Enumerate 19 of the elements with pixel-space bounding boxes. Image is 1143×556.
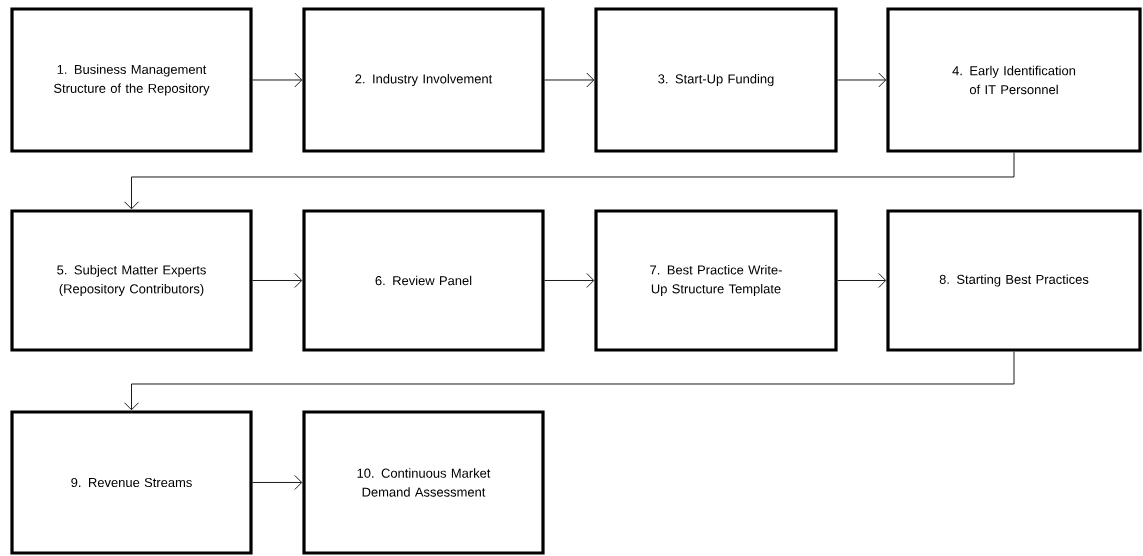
arrow: [544, 72, 595, 88]
arrow: [252, 72, 303, 88]
arrow: [252, 273, 303, 288]
arrow: [837, 273, 887, 288]
process-box: 5. Subject Matter Experts (Repository Contributors): [10, 209, 253, 352]
process-box: 4. Early Identification of IT Personnel: [886, 7, 1142, 153]
process-box: 9. Revenue Streams: [10, 410, 253, 555]
arrow: [124, 152, 1015, 210]
process-box: 1. Business Management Structure of the Repository: [10, 7, 253, 153]
arrow: [837, 72, 887, 88]
arrow: [252, 475, 303, 490]
process-box: 6. Review Panel: [302, 209, 545, 352]
process-box: 7. Best Practice Write-Up Structure Template: [594, 209, 838, 352]
arrow: [124, 351, 1015, 411]
arrow: [544, 273, 595, 288]
process-box: 8. Starting Best Practices: [886, 209, 1142, 352]
process-box: 2. Industry Involvement: [302, 7, 545, 153]
process-box: 3. Start-Up Funding: [594, 7, 838, 153]
process-box: 10. Continuous Market Demand Assessment: [302, 410, 545, 555]
